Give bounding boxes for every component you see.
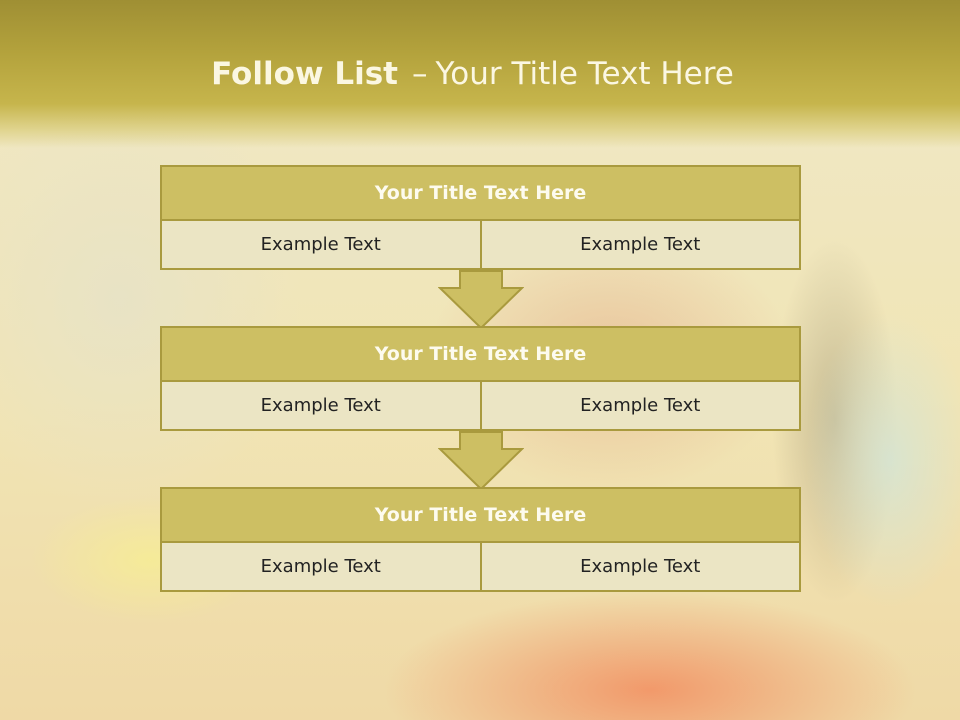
list-block-1: Your Title Text Here Example Text Exampl… — [160, 165, 801, 270]
block-title: Your Title Text Here — [160, 326, 801, 382]
block-cell-right: Example Text — [479, 221, 799, 268]
down-arrow-icon — [438, 270, 524, 330]
block-row: Example Text Example Text — [160, 221, 801, 270]
block-cell-right: Example Text — [479, 382, 799, 429]
block-cell-right: Example Text — [479, 543, 799, 590]
title-rest: Your Title Text Here — [435, 56, 734, 92]
title-dash: – — [411, 56, 428, 92]
title-bar — [0, 0, 960, 148]
block-cell-left: Example Text — [162, 221, 480, 268]
block-row: Example Text Example Text — [160, 543, 801, 592]
title-bold: Follow List — [211, 56, 398, 92]
list-block-2: Your Title Text Here Example Text Exampl… — [160, 326, 801, 431]
block-row: Example Text Example Text — [160, 382, 801, 431]
block-cell-left: Example Text — [162, 543, 480, 590]
block-cell-left: Example Text — [162, 382, 480, 429]
block-title: Your Title Text Here — [160, 487, 801, 543]
block-title: Your Title Text Here — [160, 165, 801, 221]
slide-title: Follow List–Your Title Text Here — [0, 56, 945, 92]
down-arrow-icon — [438, 431, 524, 491]
list-block-3: Your Title Text Here Example Text Exampl… — [160, 487, 801, 592]
